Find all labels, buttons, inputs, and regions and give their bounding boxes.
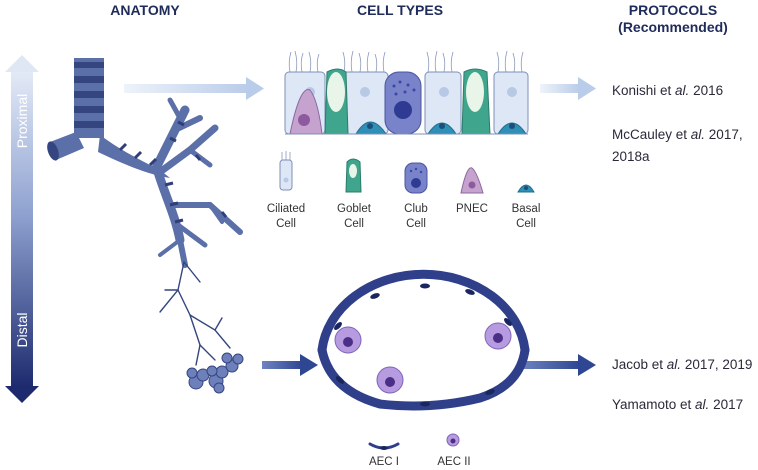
header-cell-types: CELL TYPES [356,2,444,18]
label-aec1: AEC I [368,456,400,468]
aec1-cell-icon [368,442,400,450]
protocol-ref-konishi: Konishi et al. 2016 [612,83,724,98]
proximal-distal-axis [5,55,39,403]
pnec-cell-icon [460,167,484,194]
header-protocols: PROTOCOLS (Recommended) [608,2,738,36]
protocol-ref-yamamoto: Yamamoto et al. 2017 [612,397,744,412]
axis-label-distal: Distal [14,312,30,348]
protocol-ref-jacob: Jacob et al. 2017, 2019 [612,357,753,372]
club-cell-icon [404,162,428,194]
arrow-distal-cells-to-protocols [520,354,596,376]
label-aec2: AEC II [437,456,471,468]
arrow-anatomy-to-distal-cells [262,354,318,376]
goblet-cell-icon [345,158,362,193]
protocol-ref-mccauley: McCauley et al. 2017, 2018a [612,127,743,164]
arrow-proximal-cells-to-protocols [540,77,596,100]
arrow-anatomy-to-proximal-cells [124,77,264,100]
airway-tree-illustration [47,58,244,394]
header-protocols-line2: (Recommended) [618,19,728,35]
proximal-epithelium-illustration [284,50,529,135]
header-anatomy: ANATOMY [110,2,180,18]
header-protocols-line1: PROTOCOLS [628,2,718,18]
aec2-cell-icon [446,433,460,447]
axis-label-proximal: Proximal [14,93,30,149]
label-pnec: PNEC [456,203,488,215]
basal-cell-icon [517,184,535,193]
alveolus-illustration [317,269,530,411]
ciliated-cell-icon [279,151,293,191]
